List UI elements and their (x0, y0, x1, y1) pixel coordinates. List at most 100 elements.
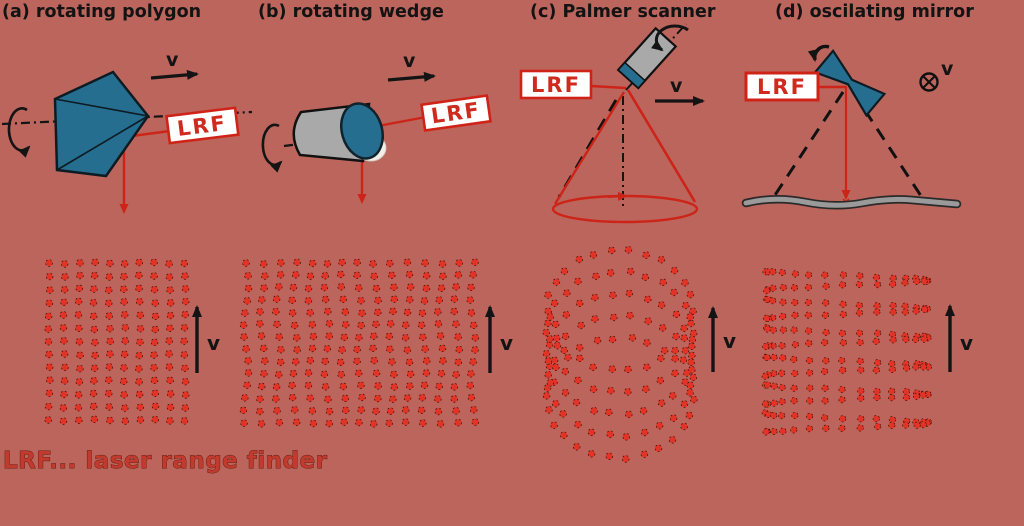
scan-dot (591, 293, 599, 302)
scan-dot (337, 282, 345, 291)
scan-dot (872, 337, 880, 345)
palmer-mirror (616, 26, 678, 90)
scan-dot (420, 381, 429, 389)
lrf-box-frame (519, 69, 593, 100)
scan-dot (309, 419, 318, 428)
scan-dot (405, 358, 414, 366)
scan-dot (622, 432, 631, 441)
scan-dot (325, 407, 334, 416)
lrf-box-frame (420, 94, 492, 132)
scan-dot (239, 406, 248, 415)
scan-dot (572, 442, 581, 451)
scan-dot (761, 372, 769, 380)
scan-dot (340, 418, 348, 426)
scan-dot (405, 295, 414, 304)
scan-dot (779, 326, 787, 334)
scan-dot (75, 337, 84, 346)
scan-dot (390, 383, 399, 391)
scan-dot (321, 357, 329, 366)
scan-dot (587, 449, 596, 458)
scan-dot (89, 298, 98, 307)
scan-dot (341, 308, 350, 316)
scan-dot (136, 416, 145, 424)
scan-dot (320, 370, 329, 378)
scan-dot (181, 391, 190, 399)
velocity-arrow (387, 71, 436, 82)
scan-dot (856, 272, 864, 280)
scan-dot (450, 307, 458, 316)
scan-dot (150, 351, 158, 359)
scan-dot (355, 333, 363, 342)
scan-dot (625, 289, 634, 298)
scan-dot (323, 259, 332, 268)
scan-dot (91, 258, 99, 266)
scan-dot (822, 357, 830, 365)
scan-dot (551, 320, 560, 329)
scan-dot (165, 337, 173, 345)
scan-dot (358, 393, 366, 402)
scan-dot (888, 360, 896, 368)
scan-dot (608, 365, 616, 373)
scan-dot (61, 273, 69, 281)
lrf-box: LRF (165, 106, 240, 145)
scan-dot (91, 338, 99, 347)
scan-dot (874, 359, 882, 367)
scan-dot (791, 311, 799, 319)
polygon-facet-edge (54, 98, 149, 117)
scan-dot (687, 319, 695, 328)
scan-dot (855, 329, 864, 337)
scan-dot (642, 385, 650, 393)
scan-dot (388, 358, 396, 366)
rotation-arrow-icon (650, 24, 689, 52)
scan-dot (292, 418, 301, 426)
scan-dot (544, 357, 553, 365)
scan-dot (438, 260, 447, 268)
footnote-text: LRF... laser range finder (3, 448, 328, 474)
scan-dot (821, 311, 829, 319)
scan-dot (293, 258, 301, 266)
scan-dot (874, 281, 882, 289)
scan-dot (805, 356, 813, 365)
scan-dot (769, 268, 777, 276)
scan-dot (257, 419, 266, 428)
scan-dot (120, 310, 129, 319)
scan-dot (45, 350, 53, 359)
scan-dot (778, 342, 786, 350)
scan-dot (452, 320, 460, 328)
scan-dot (105, 312, 113, 320)
scan-dot (386, 345, 394, 353)
scan-dot (135, 377, 143, 386)
scan-dot (689, 373, 698, 382)
scan-dot (778, 369, 786, 377)
scan-dot (660, 346, 669, 355)
polygon-mirror (53, 70, 150, 178)
scan-dot (626, 311, 634, 320)
scan-dot (275, 418, 284, 427)
scan-dot (121, 417, 130, 425)
scan-dot (372, 284, 381, 293)
scan-dot (561, 332, 570, 340)
scan-dot (455, 259, 463, 267)
scan-dot (873, 308, 881, 316)
scan-dot (779, 354, 787, 362)
scan-dot (166, 403, 175, 412)
scan-dot (181, 310, 189, 319)
scan-dot (550, 421, 558, 429)
scan-dot (59, 311, 68, 319)
scan-dot (385, 332, 393, 341)
scan-dot (912, 363, 920, 371)
scan-dot (888, 421, 896, 429)
scan-dot (341, 320, 350, 329)
scan-dot (763, 287, 771, 295)
scan-dot (839, 281, 847, 289)
scan-dot (181, 364, 189, 372)
polygon-facet-edge (56, 115, 149, 171)
scan-dot (670, 288, 678, 297)
scan-dot (91, 351, 99, 360)
scan-dot (769, 297, 777, 305)
scan-dot (644, 317, 652, 325)
scan-dot (422, 369, 431, 377)
scan-dot (672, 310, 681, 319)
scan-dot (888, 387, 896, 395)
